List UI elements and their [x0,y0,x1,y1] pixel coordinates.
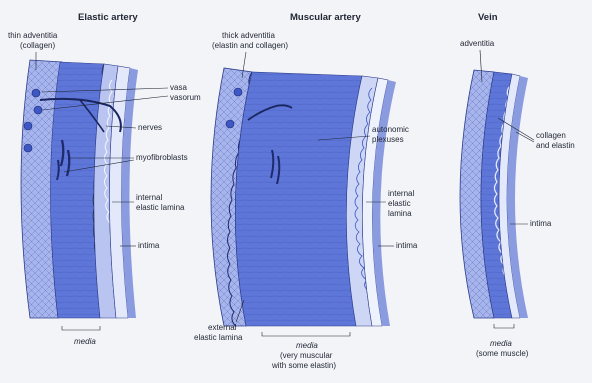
label-media: media [296,341,318,350]
label-intima: intima [396,241,418,250]
label-media: media [74,337,96,346]
label-external-elastic-lamina: elastic lamina [194,333,243,342]
label-thin-adventitia-sub: (collagen) [20,41,55,50]
label-internal: internal [388,189,414,198]
panel-title: Muscular artery [290,12,361,23]
label-media: media [490,339,512,348]
vasa-vessel [24,122,32,130]
label-vasorum: vasorum [170,93,201,102]
media-layer [235,72,362,326]
label-media-sub2: with some elastin) [271,361,336,370]
label-intima: intima [138,241,160,250]
bracket-media [494,324,514,328]
label-external: external [208,323,237,332]
vasa-vessel [34,106,42,114]
label-vasa: vasa [170,83,187,92]
vasa-vessel [24,144,32,152]
vasa-vessel [32,89,40,97]
label-thick-adventitia: thick adventitia [222,31,275,40]
label-plexuses: plexuses [372,135,404,144]
panel-muscular-artery: Muscular artery thick adventitia (elasti… [194,12,418,370]
panel-vein: Vein adventitia collagen and elastin int… [460,12,575,358]
label-collagen: collagen [536,131,566,140]
vasa-vessel [226,120,234,128]
label-intima: intima [530,219,552,228]
label-thick-adventitia-sub: (elastin and collagen) [212,41,288,50]
bracket-media [62,326,100,330]
panel-title: Vein [478,12,498,23]
label-and-elastin: and elastin [536,141,575,150]
label-lamina: lamina [388,209,412,218]
label-adventitia: adventitia [460,39,495,48]
label-thin-adventitia: thin adventitia [8,31,58,40]
vasa-vessel [234,88,242,96]
label-nerves: nerves [138,123,162,132]
label-myofibroblasts: myofibroblasts [136,153,188,162]
label-elastic: elastic [388,199,411,208]
panel-title: Elastic artery [78,12,138,23]
label-media-sub1: (very muscular [280,351,333,360]
label-media-sub: (some muscle) [476,349,529,358]
label-internal-elastic-lamina: internal [136,193,162,202]
label-internal-elastic-lamina-sub: elastic lamina [136,203,185,212]
label-autonomic: autonomic [372,125,409,134]
panel-elastic-artery: Elastic artery thin adventitia (collagen… [8,12,201,346]
bracket-media [262,332,350,336]
